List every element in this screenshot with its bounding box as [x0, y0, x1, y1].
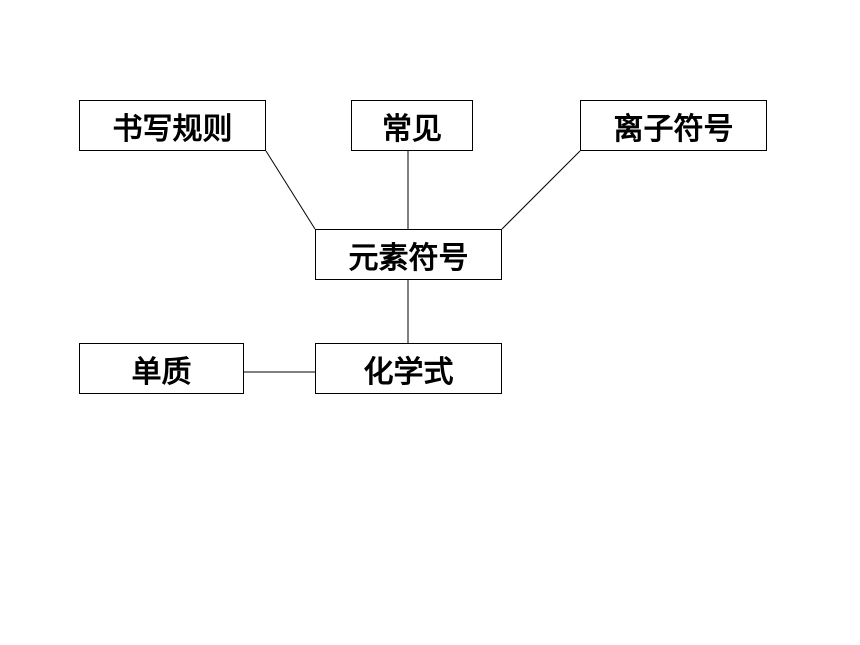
node-chemical-formula: 化学式 [315, 343, 502, 394]
node-element-symbol: 元素符号 [315, 229, 502, 280]
edge-ion-symbol-element-symbol [501, 150, 581, 230]
edge-writing-rules-element-symbol [265, 150, 316, 230]
node-simple-substance: 单质 [79, 343, 244, 394]
node-ion-symbol: 离子符号 [580, 100, 767, 151]
node-common: 常见 [351, 100, 473, 151]
node-writing-rules: 书写规则 [79, 100, 266, 151]
